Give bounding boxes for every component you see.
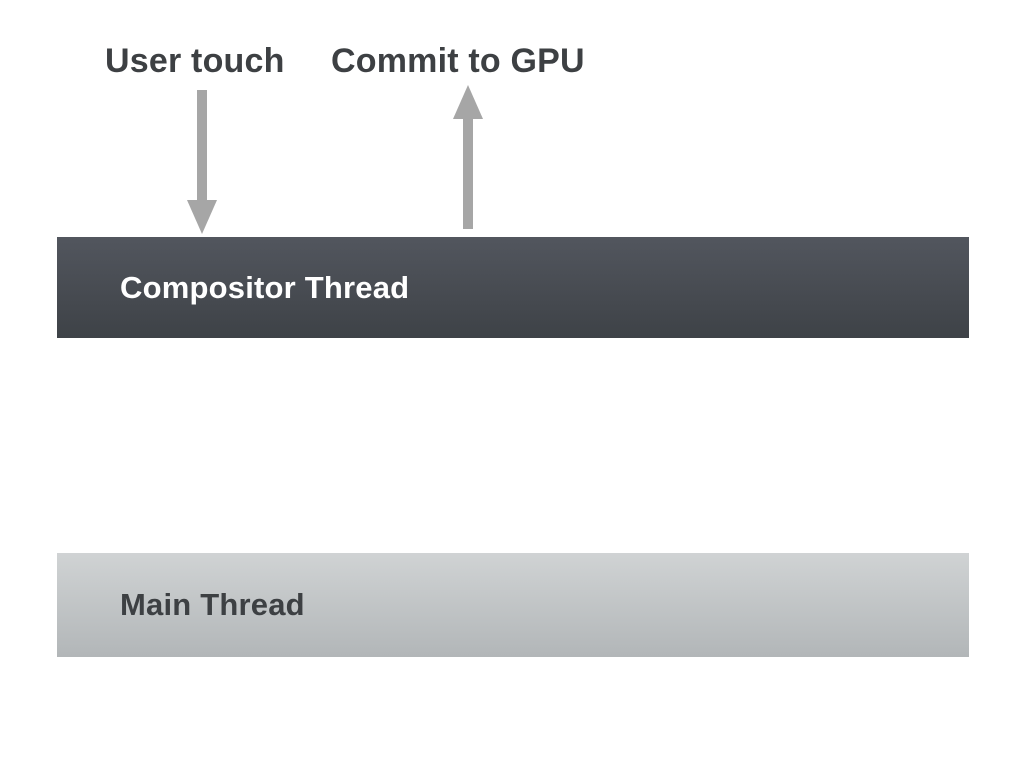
- compositor-thread-label: Compositor Thread: [120, 269, 410, 305]
- user-touch-label: User touch: [105, 42, 285, 80]
- commit-to-gpu-label: Commit to GPU: [331, 42, 585, 80]
- arrow-down-icon: [187, 90, 217, 234]
- compositor-thread-bar: Compositor Thread: [57, 237, 969, 338]
- main-thread-bar: Main Thread: [57, 553, 969, 657]
- arrow-up-icon: [453, 85, 483, 229]
- main-thread-label: Main Thread: [120, 587, 305, 622]
